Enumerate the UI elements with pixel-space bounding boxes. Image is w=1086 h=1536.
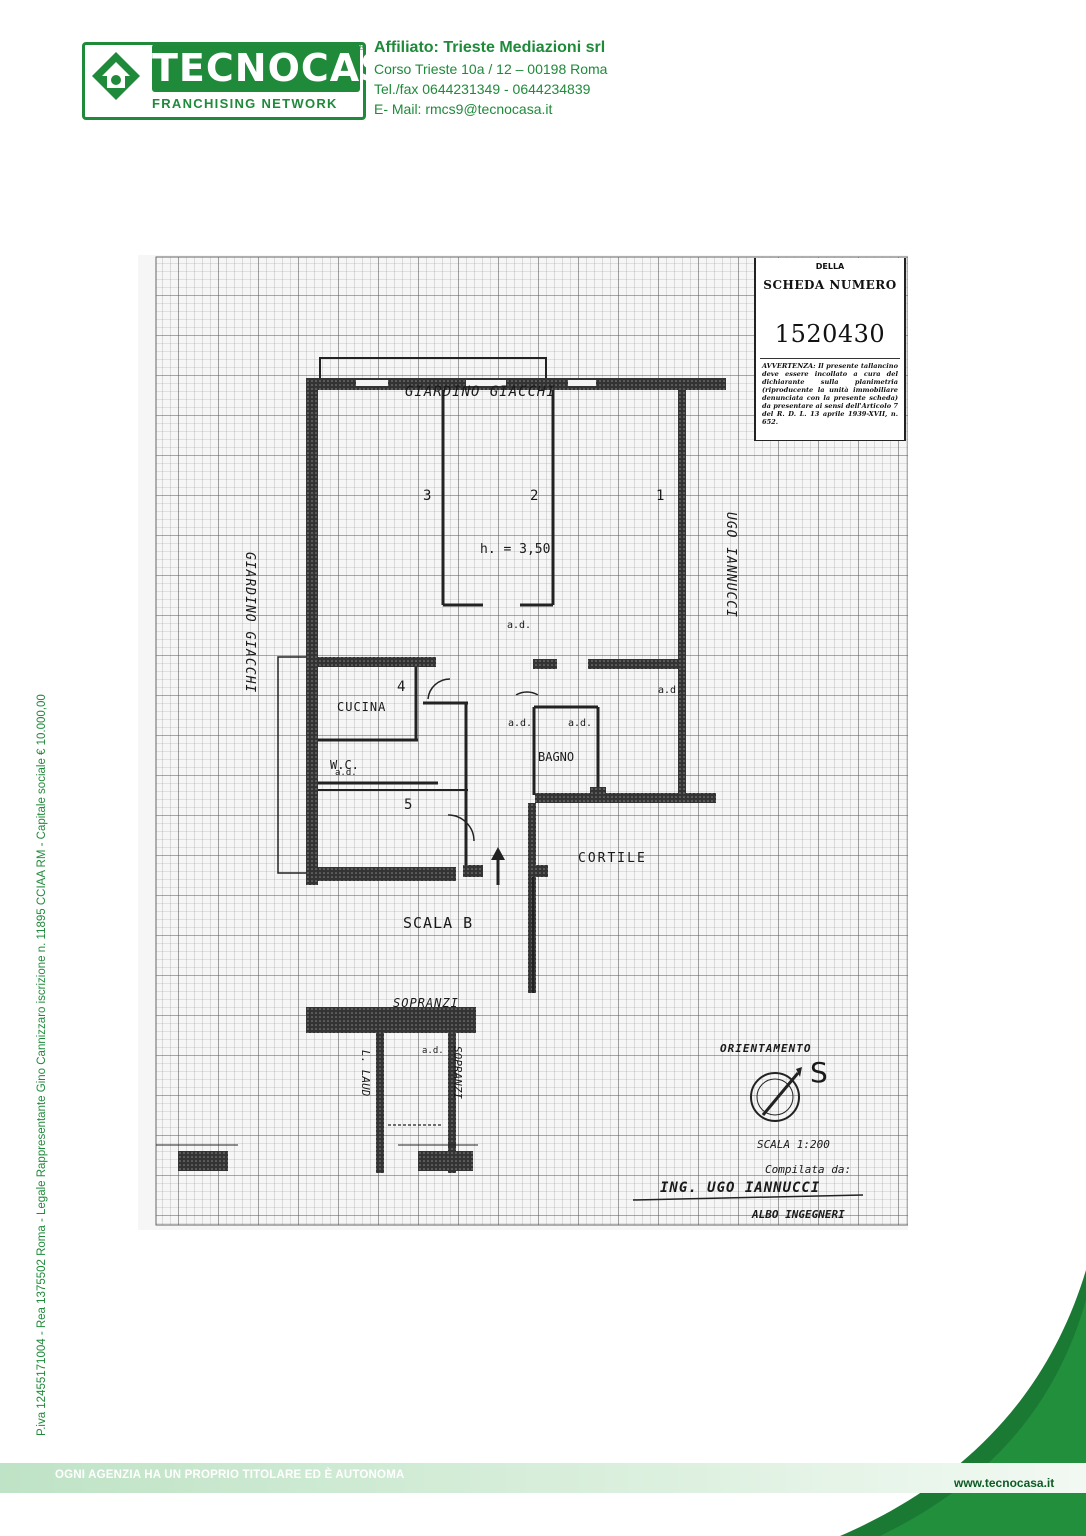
- room-5-label: 5: [404, 797, 413, 813]
- footer-swoosh: [840, 1270, 1086, 1536]
- footer-slogan: OGNI AGENZIA HA UN PROPRIO TITOLARE ED È…: [55, 1469, 405, 1481]
- ad-mark-4: a.d.: [658, 685, 683, 696]
- scheda-warning: AVVERTENZA: Il presente tallancino deve …: [762, 362, 898, 426]
- ad-mark-3: a.d.: [568, 718, 593, 729]
- agency-phone: Tel./fax 0644231349 - 0644234839: [374, 81, 591, 97]
- agency-address: Corso Trieste 10a / 12 – 00198 Roma: [374, 61, 608, 77]
- agency-info: Affiliato: Trieste Mediazioni srl Corso …: [374, 37, 607, 119]
- footer-website[interactable]: www.tecnocasa.it: [954, 1476, 1055, 1490]
- kitchen-label: CUCINA: [337, 700, 387, 714]
- agency-name: Affiliato: Trieste Mediazioni srl: [374, 39, 606, 56]
- courtyard-label: CORTILE: [578, 851, 647, 866]
- room-3-label: 3: [423, 488, 432, 504]
- house-icon: [92, 52, 140, 100]
- engineer-register: ALBO INGEGNERI: [752, 1208, 845, 1221]
- plan-north-label: GIARDINO GIACCHI: [405, 384, 556, 400]
- room-1-label: 1: [656, 488, 665, 504]
- south-neighbor-label: SOPRANZI: [393, 996, 459, 1010]
- scheda-della: DELLA: [815, 262, 845, 271]
- logo-wordmark: TECNOCASA: [152, 44, 419, 92]
- room-4-label: 4: [397, 679, 406, 695]
- south-left-label: L. LAUD: [359, 1050, 372, 1097]
- scheda-title: SCHEDA NUMERO: [763, 278, 897, 292]
- registered-mark: ®: [358, 42, 366, 53]
- engineer-name: ING. UGO IANNUCCI: [660, 1180, 821, 1196]
- ad-mark-6: a.d.: [422, 1046, 444, 1056]
- brand-logo: TECNOCASA ® FRANCHISING NETWORK: [80, 40, 419, 120]
- plan-east-label: UGO IANNUCCI: [723, 512, 738, 618]
- south-right-label: SOPRANZI: [451, 1046, 464, 1099]
- room-2-label: 2: [530, 488, 539, 504]
- scheda-divider: [760, 358, 900, 359]
- bathroom-label: BAGNO: [538, 750, 575, 764]
- logo-tagline: FRANCHISING NETWORK: [152, 96, 338, 111]
- ad-mark-2: a.d.: [508, 718, 533, 729]
- agency-email: E- Mail: rmcs9@tecnocasa.it: [374, 101, 553, 117]
- compiled-by-label: Compilata da:: [765, 1163, 852, 1176]
- scheda-label: DELLA SCHEDA NUMERO 1520430 AVVERTENZA: …: [754, 258, 906, 441]
- plan-west-label: GIARDINO GIACCHI: [242, 552, 257, 694]
- logo-frame: [82, 42, 366, 120]
- scale-label: SCALA 1:200: [757, 1138, 830, 1151]
- ad-mark-5: a.d.: [335, 768, 357, 778]
- stair-label: SCALA B: [403, 914, 474, 932]
- legal-info: P.iva 12455171004 - Rea 1375502 Roma - L…: [36, 694, 48, 1436]
- orientation-letter: S: [810, 1056, 828, 1089]
- scheda-number: 1520430: [774, 320, 886, 348]
- ad-mark-1: a.d.: [507, 620, 532, 631]
- wc-label: W.C.: [330, 758, 359, 772]
- footer-band: [0, 1463, 1086, 1493]
- orientation-label: ORIENTAMENTO: [720, 1042, 812, 1055]
- plan-height-label: h. = 3,50: [480, 542, 551, 557]
